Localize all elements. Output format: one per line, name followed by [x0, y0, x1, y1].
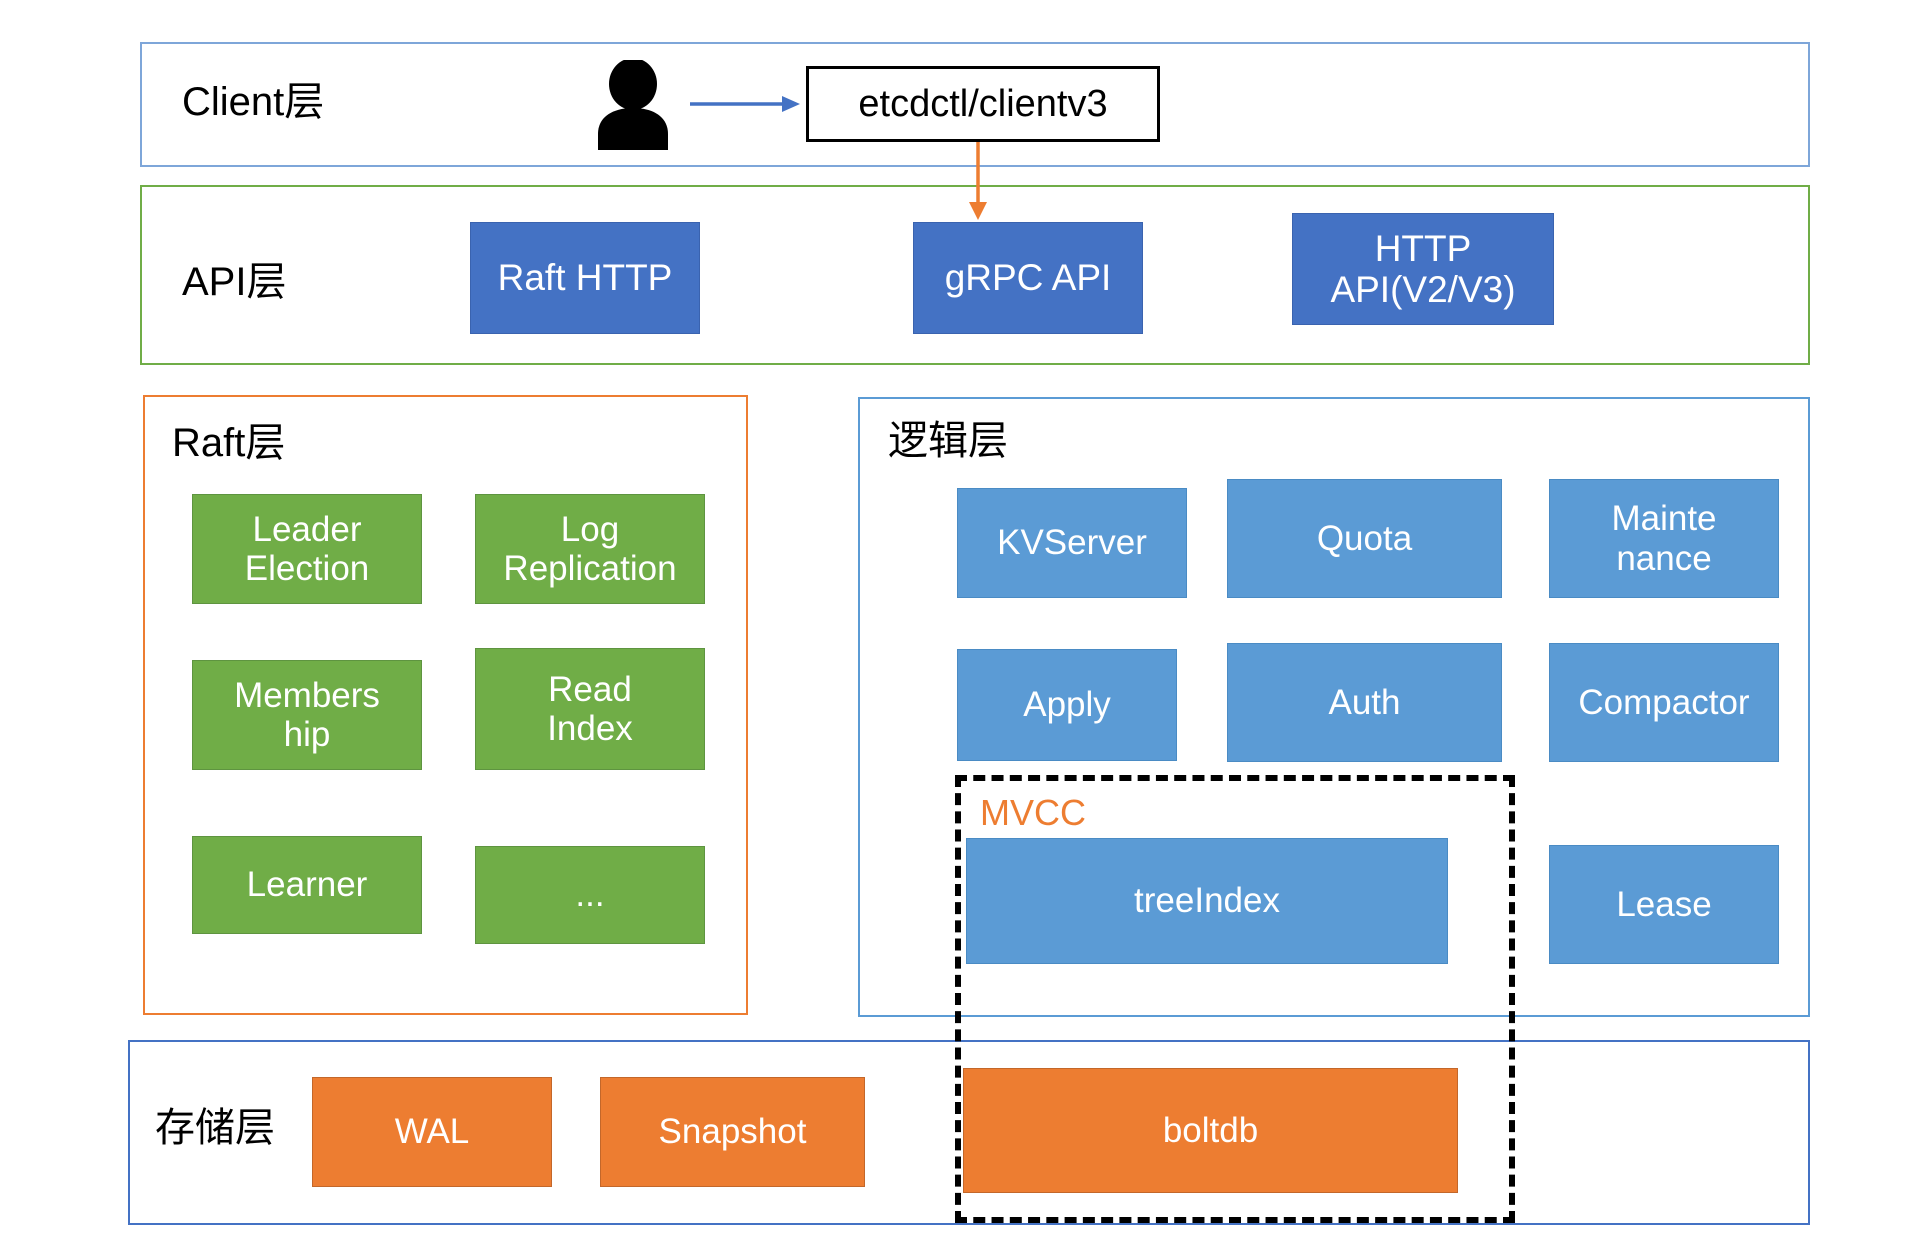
person-icon: [598, 60, 668, 150]
node-auth[interactable]: Auth: [1227, 643, 1502, 762]
node-grpc-api[interactable]: gRPC API: [913, 222, 1143, 334]
raft-layer-label: Raft层: [172, 421, 286, 465]
node-log-replication[interactable]: Log Replication: [475, 494, 705, 604]
node-kvserver[interactable]: KVServer: [957, 488, 1187, 598]
node-etcdctl-clientv3[interactable]: etcdctl/clientv3: [806, 66, 1160, 142]
node-learner[interactable]: Learner: [192, 836, 422, 934]
api-layer-label: API层: [182, 260, 287, 304]
storage-layer-label: 存储层: [155, 1106, 275, 1150]
logic-layer-label: 逻辑层: [888, 419, 1008, 463]
node-boltdb[interactable]: boltdb: [963, 1068, 1458, 1193]
node-quota[interactable]: Quota: [1227, 479, 1502, 598]
node-compactor[interactable]: Compactor: [1549, 643, 1779, 762]
node-apply[interactable]: Apply: [957, 649, 1177, 761]
node-wal[interactable]: WAL: [312, 1077, 552, 1187]
mvcc-label: MVCC: [980, 792, 1086, 833]
node-ellipsis[interactable]: ...: [475, 846, 705, 944]
arrow-down-icon: [969, 142, 987, 220]
node-maintenance[interactable]: Mainte nance: [1549, 479, 1779, 598]
node-snapshot[interactable]: Snapshot: [600, 1077, 865, 1187]
node-leader-election[interactable]: Leader Election: [192, 494, 422, 604]
node-membership[interactable]: Members hip: [192, 660, 422, 770]
node-treeindex[interactable]: treeIndex: [966, 838, 1448, 964]
arrow-right-icon: [690, 96, 800, 112]
node-http-api-v2-v3[interactable]: HTTP API(V2/V3): [1292, 213, 1554, 325]
client-layer-label: Client层: [182, 80, 325, 124]
mvcc-boundary: [955, 775, 1515, 1223]
node-raft-http[interactable]: Raft HTTP: [470, 222, 700, 334]
node-lease[interactable]: Lease: [1549, 845, 1779, 964]
node-read-index[interactable]: Read Index: [475, 648, 705, 770]
